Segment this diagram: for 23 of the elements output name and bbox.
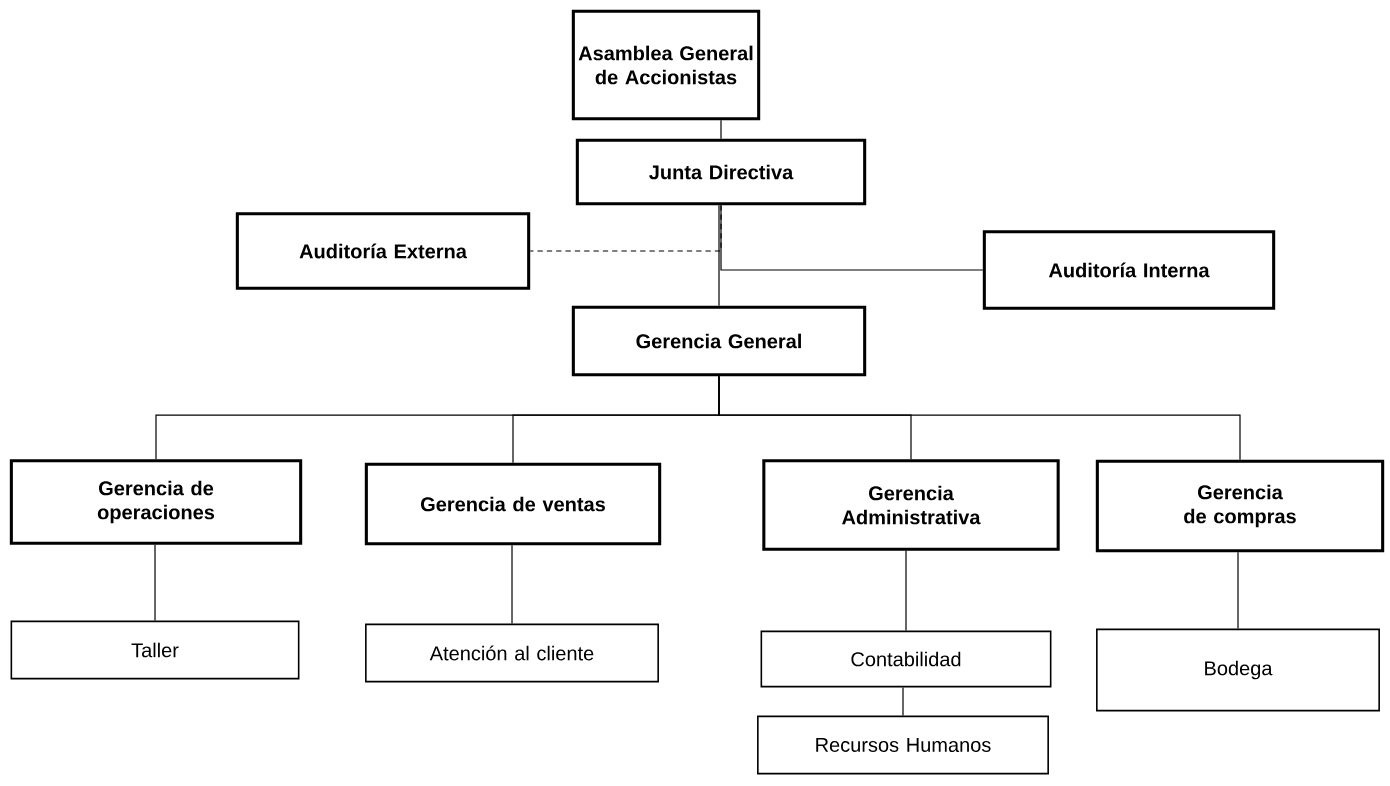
org-box: Junta Directiva [575, 138, 867, 206]
org-box: Auditoría Interna [982, 230, 1276, 310]
org-box: Gerencia General [571, 305, 867, 377]
connector-line [1237, 551, 1239, 630]
org-box: Atención al cliente [365, 623, 659, 683]
org-box: Recursos Humanos [757, 715, 1049, 775]
org-box: Gerencia de operaciones [9, 459, 303, 545]
connector-line [905, 550, 907, 632]
org-box: Taller [10, 620, 300, 680]
connector-line [902, 686, 904, 717]
connector-line [718, 375, 1241, 461]
org-box: Asamblea General de Accionistas [571, 9, 761, 121]
connector-line [720, 204, 984, 271]
org-box: Gerencia Administrativa [762, 459, 1060, 551]
org-box: Gerencia de ventas [364, 462, 662, 546]
org-box: Auditoría Externa [235, 212, 531, 290]
org-box: Contabilidad [760, 630, 1052, 688]
org-box: Bodega [1096, 628, 1380, 712]
connector-line [154, 544, 156, 622]
org-box: Gerencia de compras [1095, 459, 1385, 553]
connector-line [720, 119, 722, 140]
connector-line [511, 544, 513, 625]
connector-line [718, 204, 720, 307]
